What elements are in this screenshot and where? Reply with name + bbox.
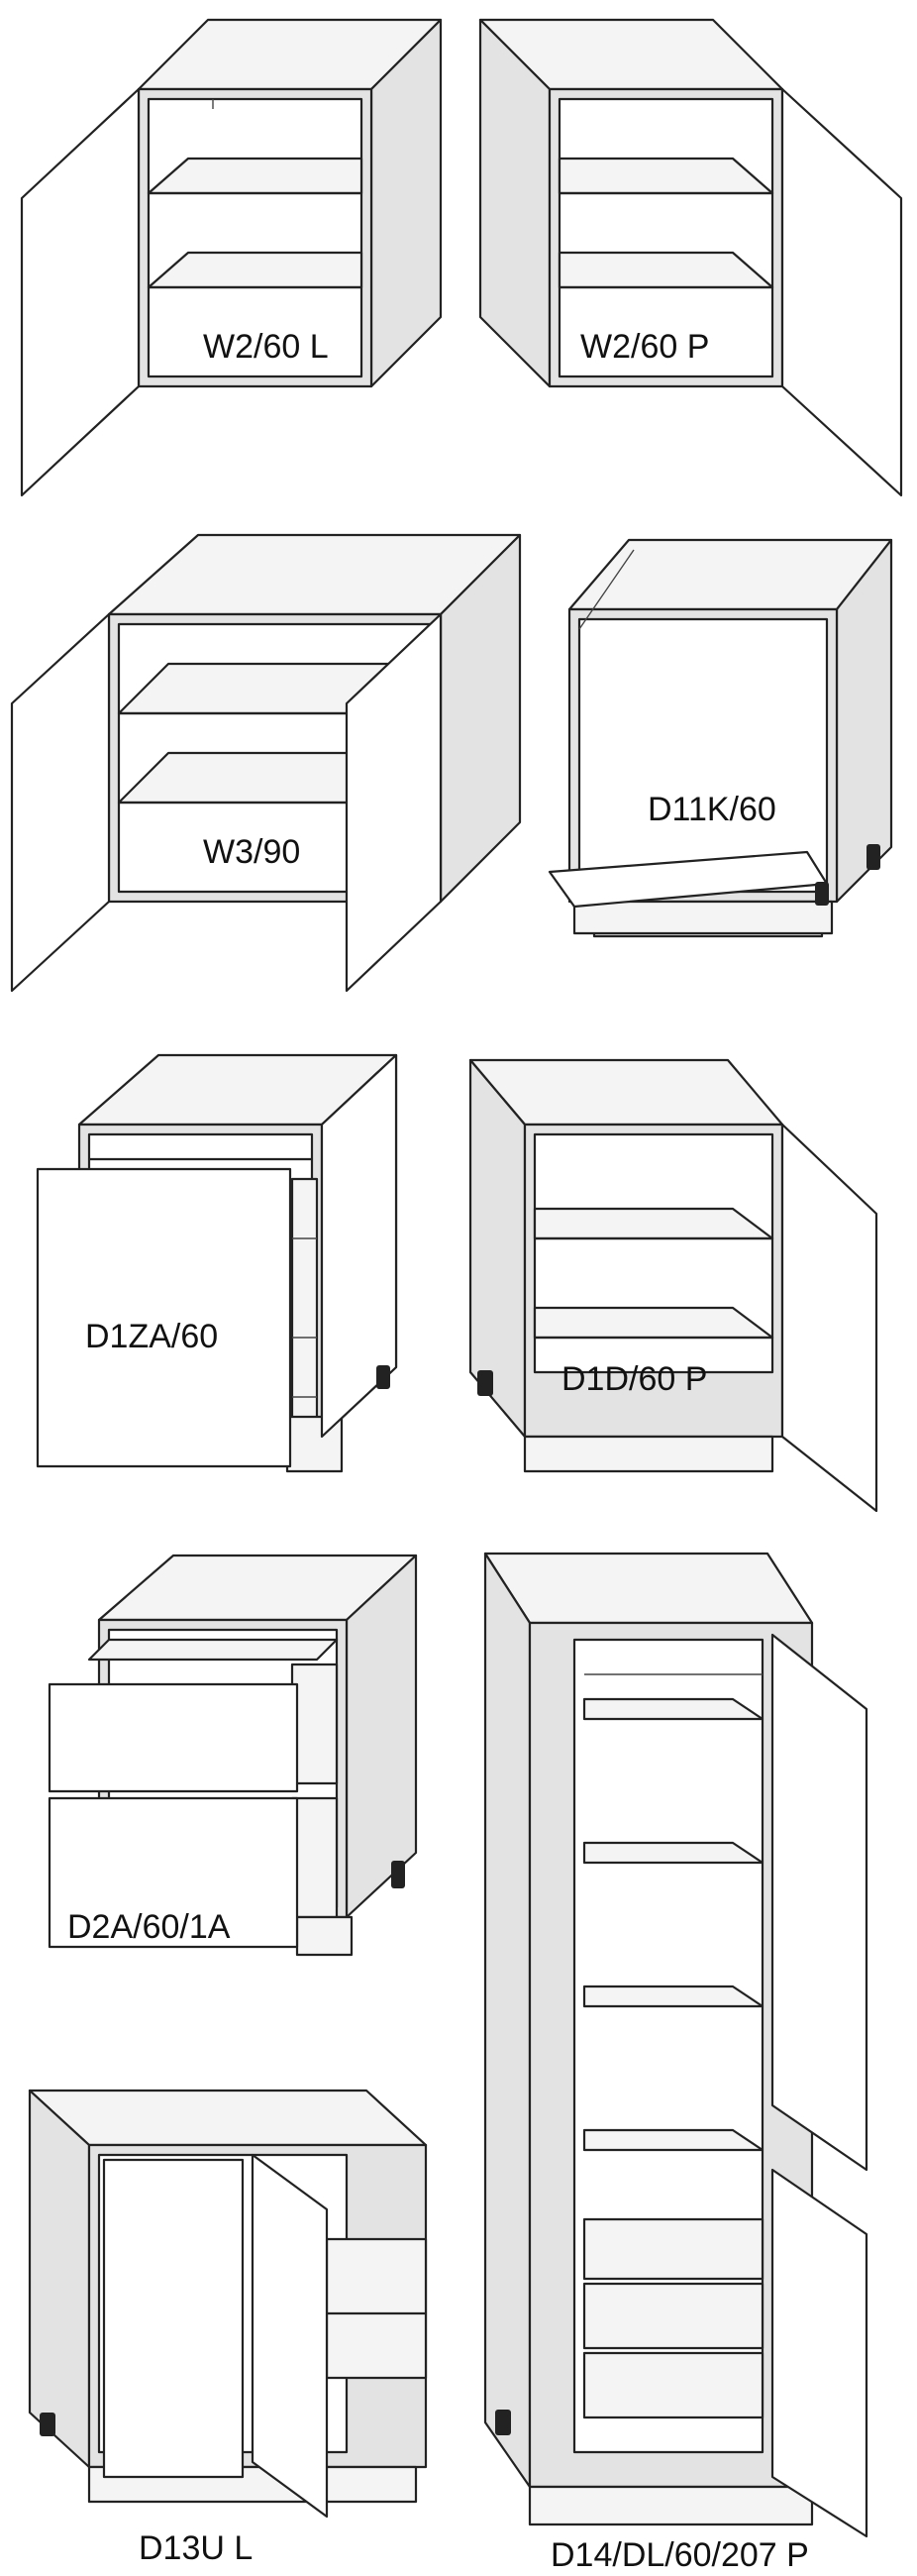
cabinet-w2-60-p-drawing: [478, 18, 903, 497]
cabinet-code-label: W3/90: [203, 833, 301, 871]
cabinet-w2-60-p: W2/60 P: [465, 0, 917, 515]
cabinet-d2a-60-1a-drawing: [48, 1554, 418, 1957]
cabinet-code-label: D11K/60: [648, 791, 776, 828]
cabinet-w2-60-l: W2/60 L: [0, 0, 456, 515]
cabinet-d1d-60-p-drawing: [468, 1058, 878, 1513]
cabinet-code-label: W2/60 L: [203, 328, 329, 366]
cabinet-code-label: D14/DL/60/207 P: [551, 2536, 809, 2574]
cabinet-d2a-60-1a: D2A/60/1A: [0, 1546, 465, 2001]
cabinet-d14-dl-60-207-p-drawing: [483, 1552, 868, 2538]
cabinet-d14-dl-60-207-p: D14/DL/60/207 P: [465, 1536, 917, 2576]
cabinet-d11k-60-drawing: [548, 538, 893, 938]
cabinet-d1za-60-drawing: [36, 1053, 398, 1473]
cabinet-code-label: D1ZA/60: [85, 1318, 219, 1355]
cabinet-d13u-l: D13U L: [0, 2081, 465, 2576]
cabinet-code-label: D1D/60 P: [561, 1360, 708, 1398]
cabinet-code-label: D2A/60/1A: [67, 1908, 231, 1946]
cabinet-w3-90: W3/90: [0, 525, 535, 1011]
cabinet-d1d-60-p: D1D/60 P: [465, 1045, 917, 1521]
cabinet-d1za-60: D1ZA/60: [0, 1040, 465, 1496]
cabinet-w3-90-drawing: [10, 533, 522, 993]
cabinet-d11k-60: D11K/60: [535, 525, 917, 961]
cabinet-d13u-l-drawing: [28, 2089, 428, 2519]
cabinet-w2-60-l-drawing: [20, 18, 443, 497]
cabinet-code-label: D13U L: [139, 2529, 254, 2567]
cabinet-code-label: W2/60 P: [580, 328, 710, 366]
